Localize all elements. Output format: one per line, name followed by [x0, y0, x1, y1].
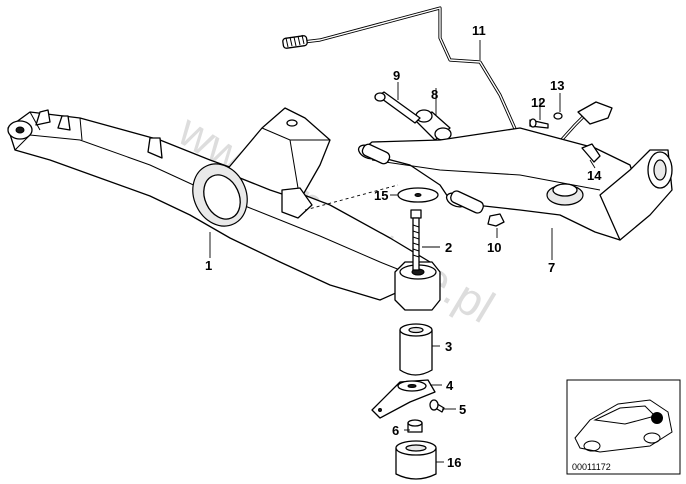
leader-lines — [209, 40, 596, 463]
callout-14: 14 — [587, 168, 602, 183]
screw-12[interactable] — [529, 118, 549, 129]
callout-6: 6 — [392, 423, 399, 438]
nut-6[interactable] — [407, 419, 423, 433]
callout-9: 9 — [393, 68, 400, 83]
callout-8: 8 — [431, 87, 438, 102]
thumbnail-code: 00011172 — [572, 462, 611, 472]
callout-11: 11 — [472, 23, 486, 38]
callout-15: 15 — [374, 188, 388, 203]
axle-carrier[interactable] — [7, 107, 441, 311]
buffer-16[interactable] — [395, 440, 437, 480]
rubber-mount[interactable] — [414, 109, 452, 141]
trailing-arm[interactable] — [356, 127, 673, 241]
vehicle-thumbnail: 00011172 — [566, 379, 681, 475]
callout-5: 5 — [459, 402, 466, 417]
bolt-5[interactable] — [429, 399, 445, 413]
nut-10[interactable] — [487, 213, 505, 227]
stud-bolt[interactable] — [410, 209, 422, 271]
callout-3: 3 — [445, 339, 452, 354]
bolt-9[interactable] — [374, 91, 421, 124]
location-marker — [651, 412, 663, 424]
washer-15[interactable] — [397, 187, 439, 203]
callout-4: 4 — [446, 378, 454, 393]
callout-1: 1 — [205, 258, 212, 273]
callout-2: 2 — [445, 240, 452, 255]
callout-16: 16 — [447, 455, 461, 470]
callout-7: 7 — [548, 260, 555, 275]
callout-12: 12 — [531, 95, 545, 110]
washer-13[interactable] — [553, 112, 563, 120]
bushing-3[interactable] — [399, 323, 433, 376]
callout-13: 13 — [550, 78, 564, 93]
callout-10: 10 — [487, 240, 501, 255]
sensor-14[interactable] — [577, 101, 613, 163]
bracket-4[interactable] — [371, 379, 436, 419]
